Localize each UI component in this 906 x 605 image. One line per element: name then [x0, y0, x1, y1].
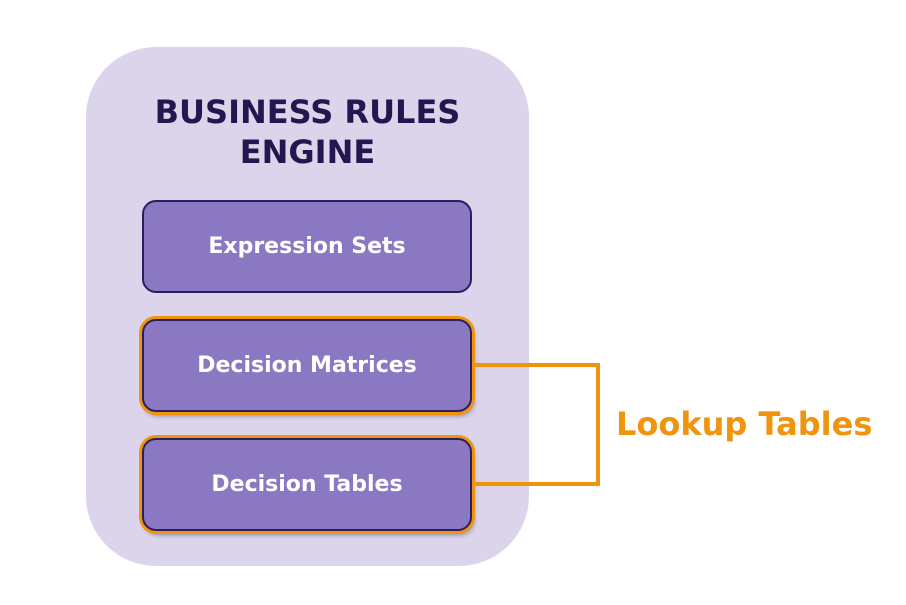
expression-sets-box: Expression Sets	[142, 200, 472, 293]
decision-tables-box: Decision Tables	[142, 438, 472, 531]
lookup-tables-label: Lookup Tables	[616, 405, 873, 443]
decision-matrices-box: Decision Matrices	[142, 319, 472, 412]
engine-title: BUSINESS RULES ENGINE	[154, 93, 461, 171]
